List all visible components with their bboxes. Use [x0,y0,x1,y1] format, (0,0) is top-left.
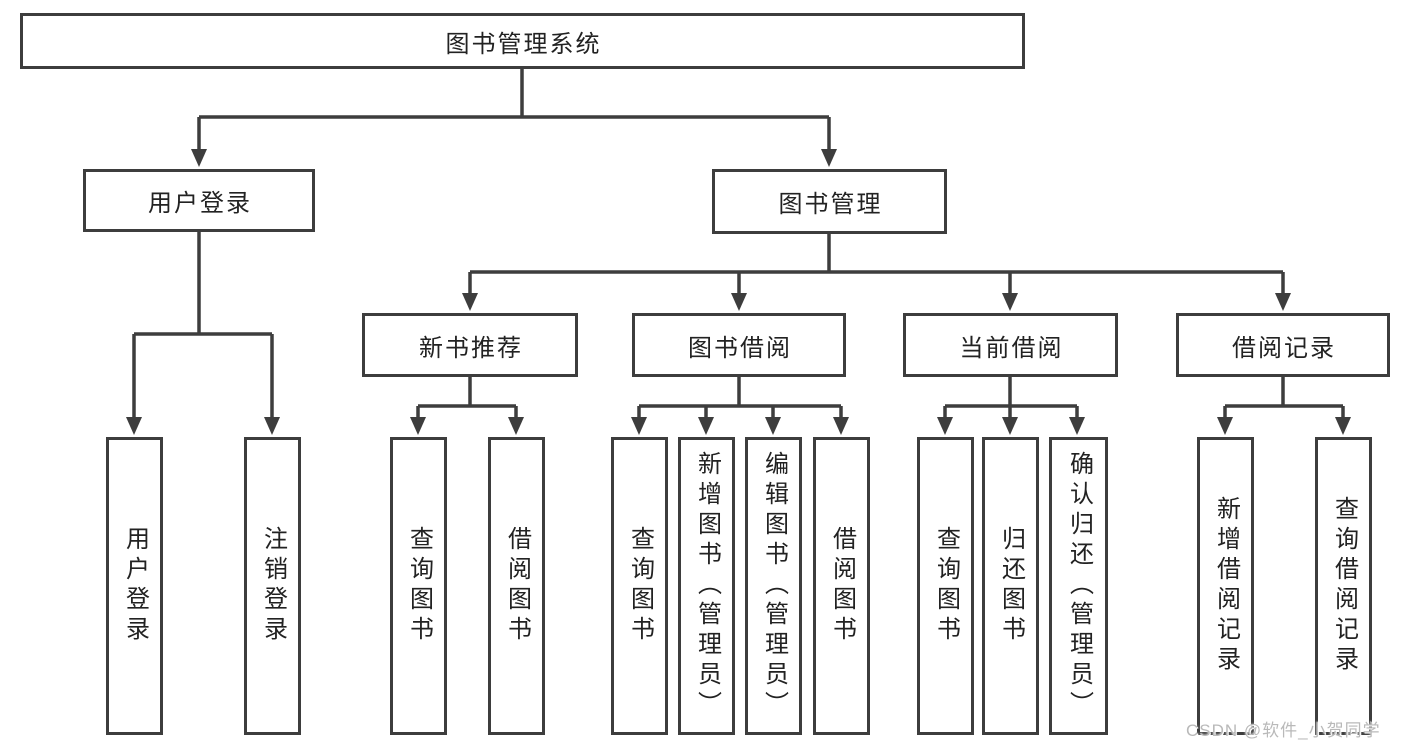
connector-new-book-to-leaves [416,377,518,421]
node-borrowing-records: 借阅记录 [1176,313,1390,377]
connector-borrowing-records-to-leaves [1223,377,1345,421]
arrow-to-book-management [821,149,837,167]
arrow-heads [126,149,1351,435]
node-root-label: 图书管理系统 [445,30,602,58]
leaf-borrow-books-recommend: 借阅图书 [488,437,545,735]
leaf-borrow-books-recommend-label: 借阅图书 [503,526,531,646]
node-book-management: 图书管理 [712,169,947,234]
leaf-query-books-recommend: 查询图书 [390,437,447,735]
connector-user-login-to-leaves [132,232,274,421]
arrow-to-leaf-user-login [126,417,142,435]
leaf-query-books-borrowing-label: 查询图书 [626,526,654,646]
node-user-login: 用户登录 [83,169,315,232]
arrow-to-leaf-confirm-return [1069,417,1085,435]
node-root: 图书管理系统 [20,13,1025,69]
node-current-borrowing-label: 当前借阅 [959,334,1064,362]
leaf-add-borrow-record: 新增借阅记录 [1197,437,1254,735]
node-book-borrowing: 图书借阅 [632,313,846,377]
csdn-watermark: CSDN @软件_小贺同学 [1186,721,1381,740]
leaf-return-book-label: 归还图书 [997,526,1025,646]
leaf-borrow-books-borrowing-label: 借阅图书 [828,526,856,646]
arrow-to-leaf-return-book [1002,417,1018,435]
node-user-login-label: 用户登录 [148,190,252,217]
leaf-user-login-label: 用户登录 [121,526,149,646]
node-new-book-recommendation: 新书推荐 [362,313,578,377]
leaf-query-borrow-record-label: 查询借阅记录 [1330,496,1358,676]
arrow-to-leaf-logout [264,417,280,435]
leaf-user-login: 用户登录 [106,437,163,735]
leaf-logout-login: 注销登录 [244,437,301,735]
node-borrowing-records-label: 借阅记录 [1232,334,1336,362]
connector-book-management-to-level3 [468,234,1285,299]
arrow-to-leaf-borrow-books-1 [508,417,524,435]
leaf-add-book-admin: 新增图书（管理员） [678,437,735,735]
leaf-edit-book-admin: 编辑图书（管理员） [745,437,802,735]
leaf-confirm-return-admin: 确认归还（管理员） [1049,437,1108,735]
leaf-query-books-current-label: 查询图书 [932,526,960,646]
arrow-to-user-login [191,149,207,167]
leaf-query-books-borrowing: 查询图书 [611,437,668,735]
leaf-query-books-recommend-label: 查询图书 [405,526,433,646]
arrow-to-borrowing-records [1275,293,1291,311]
leaf-logout-login-label: 注销登录 [259,526,287,646]
leaf-return-book: 归还图书 [982,437,1039,735]
node-book-borrowing-label: 图书借阅 [688,334,792,362]
connector-current-borrowing-to-leaves [943,377,1079,421]
leaf-confirm-return-admin-label: 确认归还（管理员） [1065,451,1093,721]
arrow-to-leaf-add-book [698,417,714,435]
leaf-add-borrow-record-label: 新增借阅记录 [1212,496,1240,676]
connector-book-borrowing-to-leaves [637,377,843,421]
arrow-to-current-borrowing [1002,293,1018,311]
arrow-to-leaf-borrow-books-2 [833,417,849,435]
leaf-borrow-books-borrowing: 借阅图书 [813,437,870,735]
arrow-to-book-borrowing [731,293,747,311]
leaf-add-book-admin-label: 新增图书（管理员） [693,451,721,721]
leaf-edit-book-admin-label: 编辑图书（管理员） [760,451,788,721]
arrow-to-leaf-edit-book [765,417,781,435]
arrow-to-new-book-recommendation [462,293,478,311]
node-current-borrowing: 当前借阅 [903,313,1118,377]
arrow-to-leaf-query-borrow-record [1335,417,1351,435]
node-new-book-recommendation-label: 新书推荐 [419,334,523,362]
leaf-query-borrow-record: 查询借阅记录 [1315,437,1372,735]
arrow-to-leaf-add-borrow-record [1217,417,1233,435]
connector-root-to-level2 [197,69,831,153]
arrow-to-leaf-query-books-2 [631,417,647,435]
leaf-query-books-current: 查询图书 [917,437,974,735]
arrow-to-leaf-query-books-3 [937,417,953,435]
node-book-management-label: 图书管理 [778,191,883,218]
arrow-to-leaf-query-books-1 [410,417,426,435]
